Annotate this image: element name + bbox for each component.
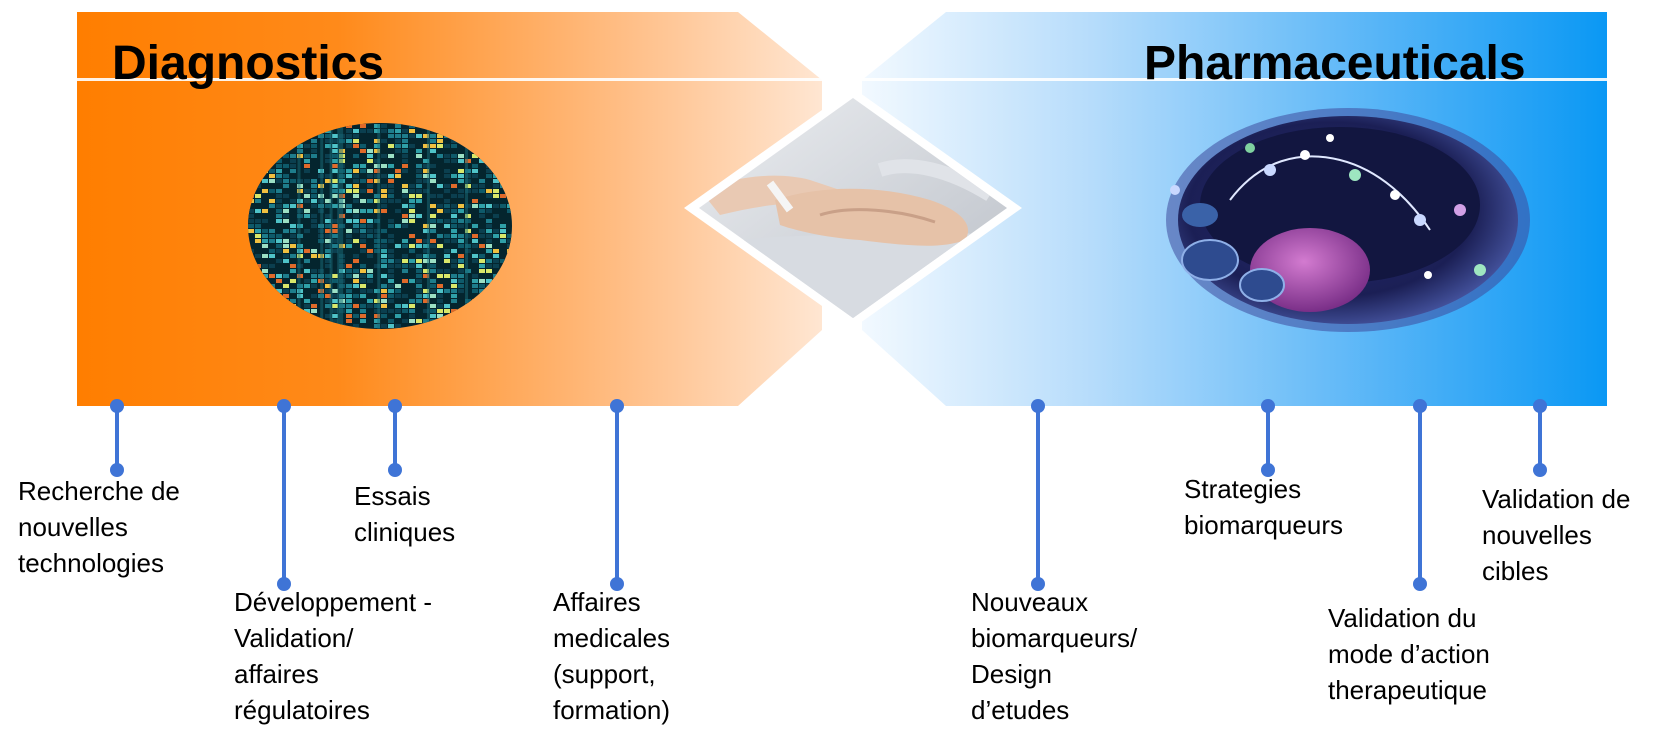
pharmaceuticals-title: Pharmaceuticals	[1144, 37, 1526, 90]
cell-illustration-image	[1166, 108, 1530, 332]
connector-dot	[1413, 577, 1427, 591]
label-strategies: Strategies biomarqueurs	[1184, 474, 1343, 540]
connector-dot	[1031, 399, 1045, 413]
label-developpement: Développement - Validation/ affaires rég…	[234, 587, 432, 725]
connector-dot	[1031, 577, 1045, 591]
connector-dot	[1261, 399, 1275, 413]
connector-dot	[110, 463, 124, 477]
connector-dot	[1533, 399, 1547, 413]
label-affaires: Affaires medicales (support, formation)	[553, 587, 671, 725]
label-nouveaux-biomarqueurs: Nouveaux biomarqueurs/ Design d’etudes	[971, 587, 1138, 725]
connector-dot	[610, 399, 624, 413]
microarray-image	[248, 123, 512, 329]
connector-dot	[110, 399, 124, 413]
label-recherche: Recherche de nouvelles technologies	[18, 476, 180, 578]
diagnostics-title: Diagnostics	[112, 37, 385, 90]
connector-dot	[388, 399, 402, 413]
label-validation-mode: Validation du mode d’action therapeutiqu…	[1328, 603, 1490, 705]
connector-dot	[388, 463, 402, 477]
label-validation-cibles: Validation de nouvelles cibles	[1482, 484, 1631, 586]
connector-dot	[277, 399, 291, 413]
connector-dot	[1413, 399, 1427, 413]
connector-lines	[110, 399, 1547, 591]
label-essais: Essais cliniques	[354, 481, 456, 547]
connector-dot	[277, 577, 291, 591]
connector-dot	[610, 577, 624, 591]
connector-dot	[1261, 463, 1275, 477]
connector-dot	[1533, 463, 1547, 477]
